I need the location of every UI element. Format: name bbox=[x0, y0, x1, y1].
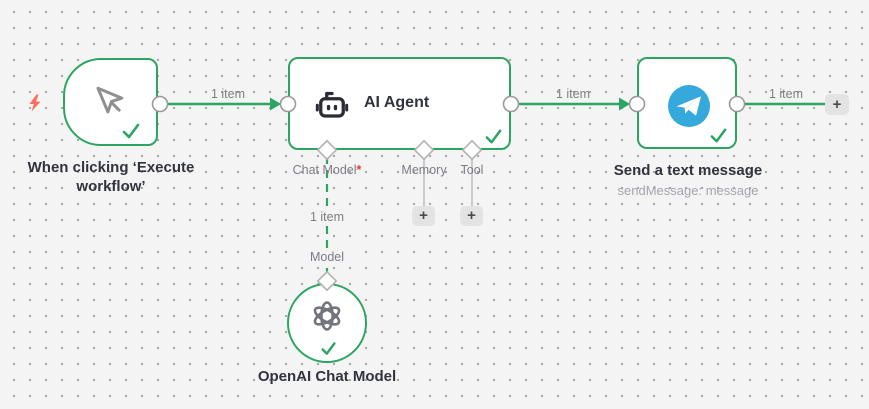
edge-arrow-icon bbox=[270, 97, 281, 111]
ai-agent-node-title: AI Agent bbox=[364, 94, 430, 111]
check-icon bbox=[321, 342, 336, 355]
model-port-label: Model bbox=[296, 250, 358, 264]
paper-plane-icon bbox=[668, 85, 710, 127]
chat-model-port-label: Chat Model* bbox=[292, 163, 362, 177]
check-icon bbox=[710, 128, 727, 143]
mouse-pointer-icon bbox=[96, 86, 124, 114]
ai-agent-node[interactable]: AI Agent bbox=[288, 57, 511, 150]
add-next-node-button[interactable]: + bbox=[825, 94, 849, 115]
openai-chat-model-node[interactable] bbox=[287, 283, 367, 363]
robot-icon bbox=[315, 91, 349, 118]
check-icon bbox=[122, 123, 140, 139]
trigger-node-title: When clicking ‘Execute workflow’ bbox=[27, 159, 195, 195]
edge-label-items: 1 item bbox=[555, 87, 591, 101]
openai-logo-icon bbox=[313, 301, 341, 331]
telegram-node-subtitle: sendMessage: message bbox=[617, 183, 759, 198]
add-tool-button[interactable]: + bbox=[460, 206, 483, 226]
telegram-node-title: Send a text message bbox=[613, 162, 763, 179]
edge-label-items: 1 item bbox=[210, 87, 246, 101]
model-edge-label-items: 1 item bbox=[296, 210, 358, 224]
tool-port-label: Tool bbox=[460, 163, 484, 177]
check-icon bbox=[485, 129, 502, 144]
edge-label-items: 1 item bbox=[768, 87, 804, 101]
required-marker: * bbox=[356, 163, 362, 177]
telegram-node[interactable] bbox=[637, 57, 737, 149]
edge-arrow-icon bbox=[619, 97, 630, 111]
manual-trigger-node[interactable] bbox=[63, 58, 158, 146]
openai-node-title: OpenAI Chat Model bbox=[257, 368, 397, 385]
add-memory-button[interactable]: + bbox=[412, 206, 435, 226]
lightning-bolt-icon bbox=[29, 94, 41, 112]
